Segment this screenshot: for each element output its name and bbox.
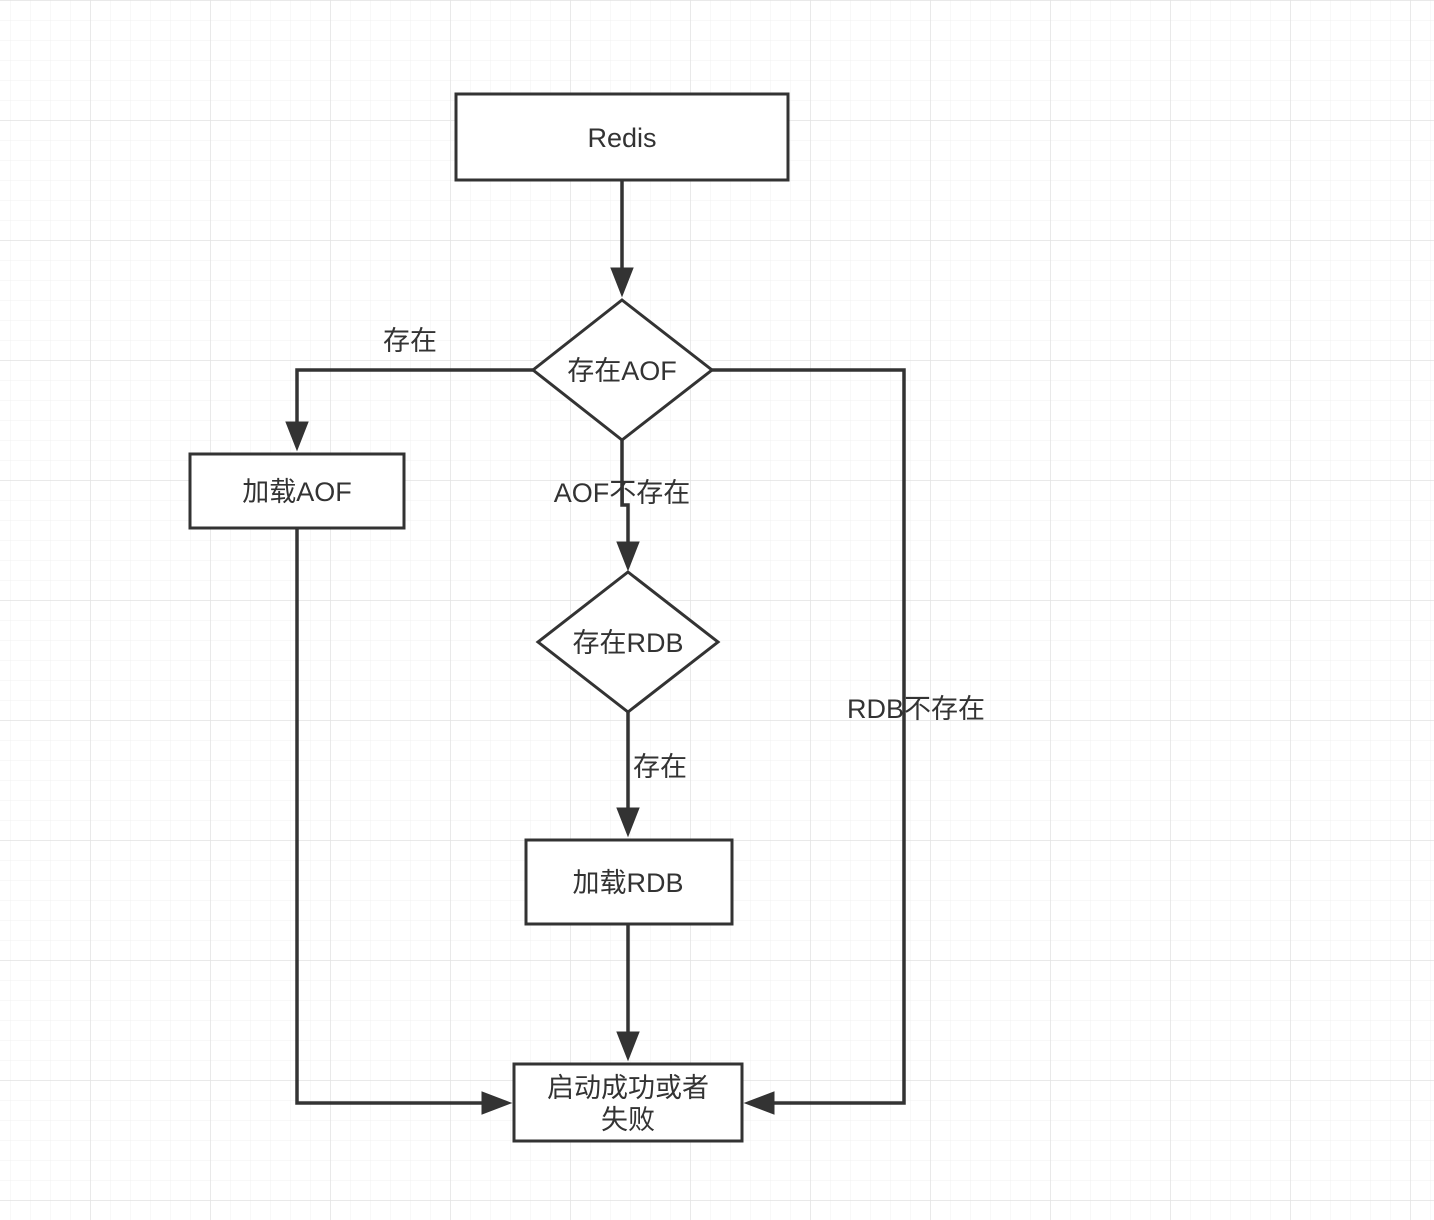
node-load-rdb-label: 加载RDB	[572, 868, 683, 898]
arrowhead-result-top	[616, 1031, 640, 1062]
edge-label-aof-missing: AOF不存在	[554, 478, 691, 508]
node-redis-box	[454, 92, 790, 182]
arrowhead-rdb-check	[616, 541, 640, 572]
arrowhead-result-right	[743, 1091, 775, 1115]
node-aof-check-diamond	[530, 298, 715, 442]
node-redis[interactable]: Redis	[454, 92, 790, 182]
node-result-label-line1: 启动成功或者	[547, 1073, 709, 1103]
edge-aof-exists[interactable]	[295, 368, 533, 426]
node-rdb-check[interactable]: 存在RDB	[535, 570, 721, 714]
edge-label-aof-exists: 存在	[383, 326, 437, 356]
edges	[285, 180, 906, 1115]
edge-aof-missing[interactable]	[620, 440, 630, 546]
node-redis-label: Redis	[587, 123, 656, 153]
node-load-aof-label: 加载AOF	[242, 477, 352, 507]
edge-rdb-missing[interactable]	[712, 368, 906, 1105]
node-load-rdb-box	[524, 838, 734, 926]
node-rdb-check-label: 存在RDB	[572, 628, 683, 658]
node-load-aof[interactable]: 加载AOF	[188, 452, 406, 530]
node-load-rdb[interactable]: 加载RDB	[524, 838, 734, 926]
arrowhead-load-aof	[285, 421, 309, 452]
edge-load-aof-to-result[interactable]	[295, 528, 486, 1105]
arrowhead-result-left	[481, 1091, 513, 1115]
arrowhead-aof-check	[610, 267, 634, 298]
edge-labels: 存在 AOF不存在 存在 RDB不存在	[383, 326, 985, 782]
arrowhead-load-rdb	[616, 807, 640, 838]
node-rdb-check-diamond	[535, 570, 721, 714]
edge-label-rdb-exists: 存在	[633, 752, 687, 782]
node-result-label-line2: 失败	[601, 1105, 655, 1135]
node-aof-check[interactable]: 存在AOF	[530, 298, 715, 442]
node-load-aof-box	[188, 452, 406, 530]
node-result[interactable]: 启动成功或者 失败	[512, 1062, 744, 1143]
node-result-box	[512, 1062, 744, 1143]
node-aof-check-label: 存在AOF	[567, 356, 677, 386]
edge-label-rdb-missing: RDB不存在	[847, 694, 985, 724]
